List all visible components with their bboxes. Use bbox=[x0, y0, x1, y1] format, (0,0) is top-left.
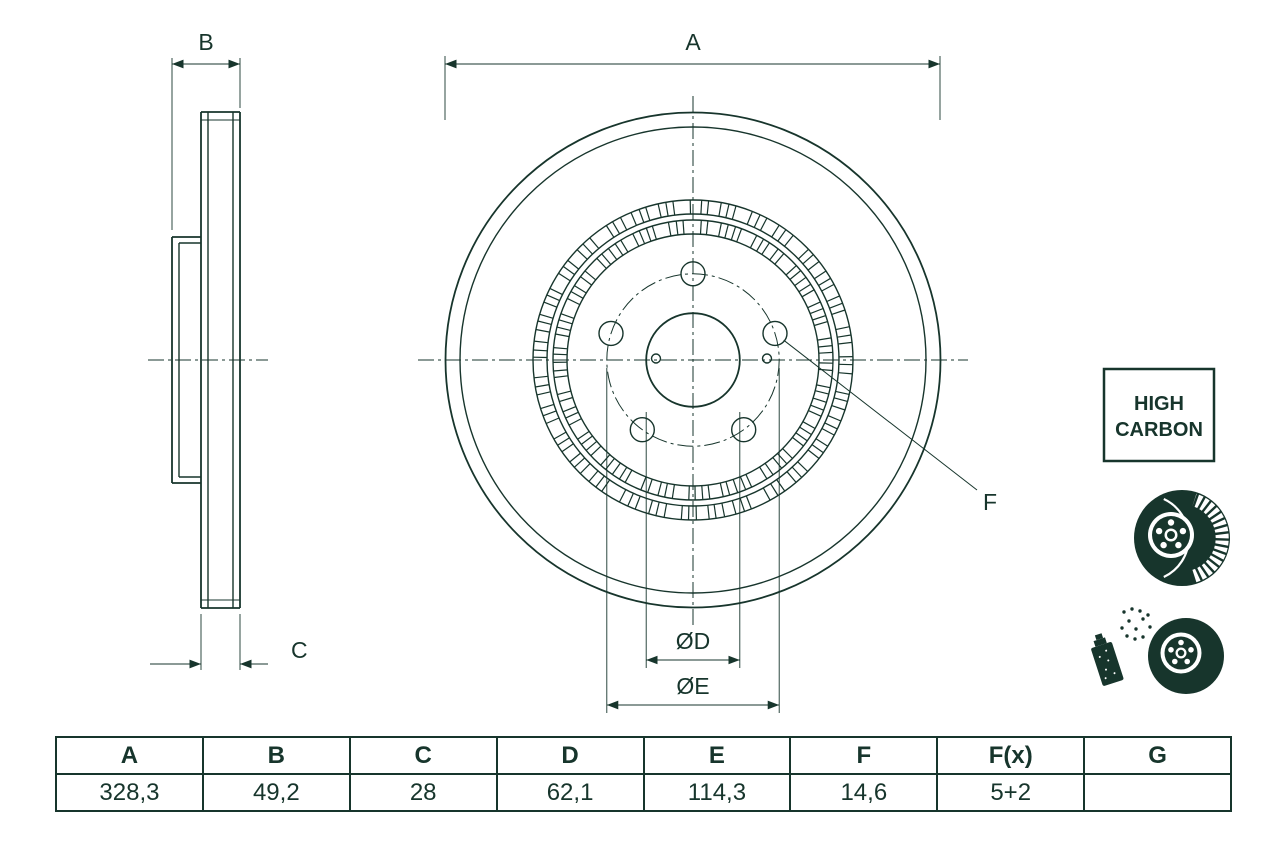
bolt-hole bbox=[680, 261, 706, 287]
spec-header-cell-g: G bbox=[1083, 736, 1232, 775]
bolt-hole bbox=[731, 417, 757, 443]
front-view bbox=[418, 96, 968, 628]
dim-label-e: ØE bbox=[676, 673, 709, 699]
spray-coating-icon bbox=[1091, 607, 1224, 694]
bolt-circle bbox=[606, 273, 780, 447]
dimension-a: A bbox=[444, 29, 941, 120]
side-view bbox=[148, 111, 268, 609]
spec-value-cell-f: 14,6 bbox=[789, 773, 939, 812]
dimension-e: ØE bbox=[606, 368, 780, 713]
spec-header-cell-f: F bbox=[789, 736, 939, 775]
spray-mist bbox=[1120, 607, 1152, 641]
dimension-c: C bbox=[150, 614, 308, 670]
dim-label-c: C bbox=[291, 637, 308, 663]
spec-header-cell-b: B bbox=[201, 736, 351, 775]
brake-disc-icon bbox=[1134, 490, 1230, 586]
spec-value-cell-b: 49,2 bbox=[201, 773, 351, 812]
technical-drawing: B C bbox=[148, 29, 1230, 713]
spec-header-cell-d: D bbox=[495, 736, 645, 775]
technical-drawing-canvas: B C bbox=[148, 29, 1230, 713]
dimension-f: F bbox=[783, 339, 997, 515]
bolt-hole bbox=[762, 320, 788, 347]
bolt-hole bbox=[629, 417, 655, 443]
spec-value-cell-a: 328,3 bbox=[55, 773, 204, 812]
bolt-hole bbox=[598, 320, 624, 347]
dimension-d: ØD bbox=[645, 412, 741, 668]
spec-value-cell-fx: 5+2 bbox=[936, 773, 1086, 812]
coated-disc bbox=[1148, 618, 1224, 694]
spec-value-cell-d: 62,1 bbox=[495, 773, 645, 812]
spec-header-cell-c: C bbox=[348, 736, 498, 775]
spec-header-cell-fx: F(x) bbox=[936, 736, 1086, 775]
dim-label-a: A bbox=[685, 29, 701, 55]
spec-header-row: A B C D E F F(x) G bbox=[55, 736, 1232, 775]
service-hole bbox=[761, 353, 773, 364]
spec-header-cell-e: E bbox=[642, 736, 792, 775]
vent-band-outer bbox=[532, 199, 854, 521]
badge-line2: CARBON bbox=[1115, 419, 1203, 441]
vent-band-inner bbox=[552, 220, 834, 501]
spec-value-cell-e: 114,3 bbox=[642, 773, 792, 812]
service-hole bbox=[650, 353, 662, 364]
spec-table: A B C D E F F(x) G 328,3 49,2 28 62,1 11… bbox=[55, 736, 1232, 812]
high-carbon-badge: HIGH CARBON bbox=[1102, 367, 1216, 463]
spec-value-cell-g bbox=[1083, 773, 1232, 812]
spec-value-row: 328,3 49,2 28 62,1 114,3 14,6 5+2 bbox=[55, 773, 1232, 812]
center-bore bbox=[645, 312, 741, 408]
dim-label-d: ØD bbox=[676, 628, 711, 654]
dim-label-b: B bbox=[198, 29, 213, 55]
badge-line1: HIGH bbox=[1134, 393, 1184, 415]
dimension-b: B bbox=[171, 29, 241, 230]
dim-label-f: F bbox=[983, 489, 997, 515]
spec-header-cell-a: A bbox=[55, 736, 204, 775]
spec-value-cell-c: 28 bbox=[348, 773, 498, 812]
spray-can bbox=[1091, 633, 1124, 686]
